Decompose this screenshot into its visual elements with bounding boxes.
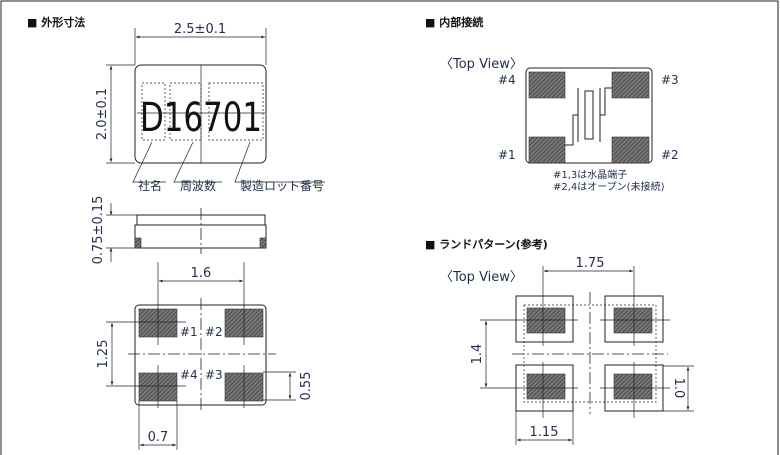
internal-view-label: 〈Top View〉: [440, 57, 523, 72]
height-dim: 2.0±0.1: [95, 88, 110, 140]
pin-label-4: #4: [180, 368, 198, 382]
land-height-dim: 1.0: [671, 378, 686, 399]
pin-label-1: #1: [180, 325, 198, 339]
pad-height-dim: 0.55: [299, 372, 314, 401]
pad-pitch-y: 1.25: [96, 340, 111, 369]
label-frequency: 周波数: [180, 178, 216, 193]
label-lot-number: 製造ロット番号: [240, 179, 324, 193]
pad-pitch-x: 1.6: [191, 266, 212, 281]
bottom-view: 1.6 1.25 0.55 0.7 #1 #2 #4 #3: [96, 262, 314, 450]
internal-pin-3: #3: [661, 73, 679, 87]
note-open-pins: #2,4はオープン(未接続): [553, 180, 665, 193]
land-pattern: [480, 266, 694, 445]
pin-label-3: #3: [205, 368, 223, 382]
label-company: 社名: [138, 178, 162, 193]
thickness-dim: 0.75±0.15: [91, 196, 106, 265]
internal-heading: ■ 内部接続: [425, 15, 483, 29]
internal-pin-1: #1: [498, 148, 516, 162]
internal-pin-2: #2: [661, 148, 679, 162]
land-width-dim: 1.15: [530, 425, 559, 440]
side-view: 0.75±0.15: [91, 196, 267, 265]
top-view-outline: 2.5±0.1 2.0±0.1 D16701 社名 周波数 製造ロット番号: [95, 22, 325, 193]
note-crystal-pins: #1,3は水晶端子: [553, 168, 627, 181]
pin-label-2: #2: [205, 325, 223, 339]
internal-pin-4: #4: [498, 73, 516, 87]
land-pitch-x: 1.75: [576, 256, 605, 271]
pad-width-dim: 0.7: [148, 430, 169, 445]
crystal-icon: [584, 90, 594, 140]
land-view-label: 〈Top View〉: [440, 270, 523, 285]
internal-diagram: [525, 67, 653, 164]
outline-heading: ■ 外形寸法: [27, 15, 85, 29]
width-dim: 2.5±0.1: [174, 22, 226, 37]
land-heading: ■ ランドパターン(参考): [425, 237, 548, 251]
land-pitch-y: 1.4: [470, 344, 485, 365]
